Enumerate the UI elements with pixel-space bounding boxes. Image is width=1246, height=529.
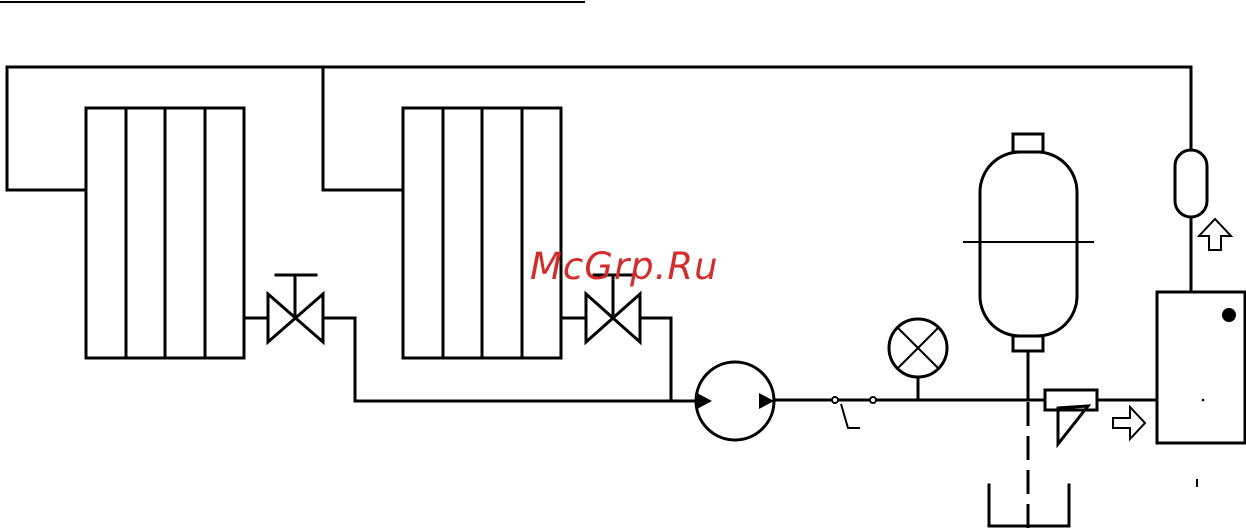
- circulation-pump-icon: [696, 362, 774, 440]
- strainer-icon: [1045, 390, 1097, 444]
- boiler-icon: [1157, 292, 1245, 487]
- air-separator-icon: [1175, 150, 1207, 217]
- watermark: McGrp.Ru: [530, 245, 719, 288]
- expansion-tank-icon: [963, 134, 1094, 400]
- radiator-icon: [403, 108, 561, 358]
- pressure-gauge-icon: [889, 319, 947, 400]
- check-valve-icon: [832, 397, 876, 428]
- shutoff-valve-icon: [244, 275, 323, 342]
- flow-arrow-icon: [1199, 219, 1231, 250]
- radiator-icon: [86, 108, 244, 358]
- flow-arrow-icon: [1113, 407, 1145, 439]
